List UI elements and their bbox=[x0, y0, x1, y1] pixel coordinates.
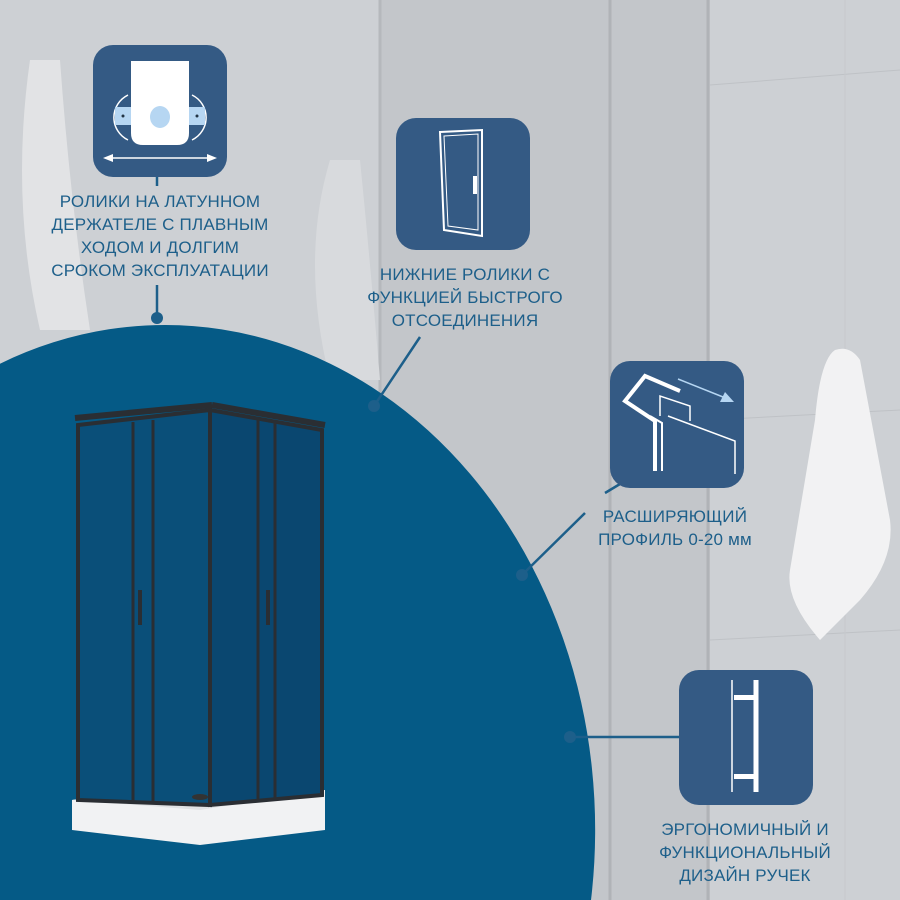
connector-dot-3 bbox=[516, 569, 528, 581]
connector-dot-4 bbox=[564, 731, 576, 743]
feature-label-handles: ЭРГОНОМИЧНЫЙ И ФУНКЦИОНАЛЬНЫЙ ДИЗАЙН РУЧ… bbox=[620, 818, 870, 887]
feature-label-bottom-rollers: НИЖНИЕ РОЛИКИ С ФУНКЦИЕЙ БЫСТРОГО ОТСОЕД… bbox=[320, 263, 610, 332]
feature-line: ХОДОМ И ДОЛГИМ bbox=[80, 238, 240, 257]
expanding-profile-icon bbox=[610, 361, 744, 488]
feature-label-profile: РАСШИРЯЮЩИЙ ПРОФИЛЬ 0-20 мм bbox=[560, 505, 790, 551]
feature-line: ЭРГОНОМИЧНЫЙ И bbox=[661, 820, 829, 839]
roller-holder-icon bbox=[93, 45, 227, 177]
connector-dot-2 bbox=[368, 400, 380, 412]
towel-right bbox=[789, 348, 891, 640]
towel-left bbox=[22, 60, 90, 330]
feature-line: ПРОФИЛЬ 0-20 мм bbox=[598, 530, 752, 549]
connector-dot-1 bbox=[151, 312, 163, 324]
feature-line: РОЛИКИ НА ЛАТУННОМ bbox=[59, 192, 261, 211]
handle-icon bbox=[679, 670, 813, 805]
feature-line: ФУНКЦИЕЙ БЫСТРОГО bbox=[367, 288, 563, 307]
feature-line: СРОКОМ ЭКСПЛУАТАЦИИ bbox=[51, 261, 269, 280]
feature-label-rollers: РОЛИКИ НА ЛАТУННОМ ДЕРЖАТЕЛЕ С ПЛАВНЫМ Х… bbox=[20, 190, 300, 282]
feature-line: РАСШИРЯЮЩИЙ bbox=[602, 507, 748, 526]
feature-line: ДЕРЖАТЕЛЕ С ПЛАВНЫМ bbox=[51, 215, 269, 234]
feature-line: НИЖНИЕ РОЛИКИ С bbox=[379, 265, 551, 284]
door-icon bbox=[396, 118, 530, 250]
feature-line: ФУНКЦИОНАЛЬНЫЙ bbox=[659, 843, 831, 862]
feature-line: ДИЗАЙН РУЧЕК bbox=[679, 866, 811, 885]
feature-line: ОТСОЕДИНЕНИЯ bbox=[391, 311, 539, 330]
shower-cabin-image bbox=[72, 402, 326, 845]
